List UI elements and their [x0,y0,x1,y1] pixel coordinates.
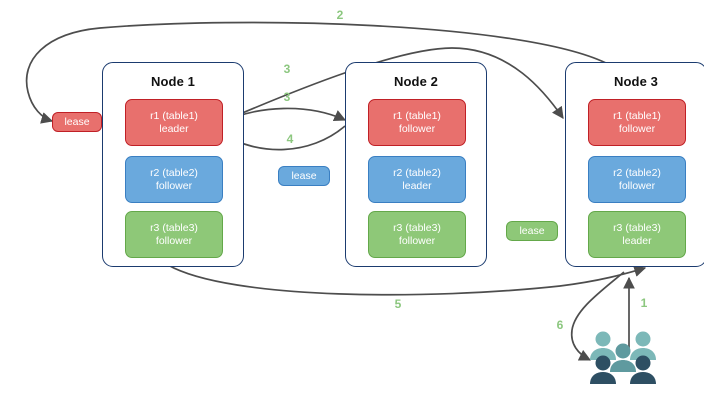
replica-r1: r1 (table1) follower [368,99,466,146]
replica-r2: r2 (table2) follower [125,156,223,203]
lease-box-r1: lease [52,112,102,132]
replica-role: follower [398,234,436,247]
replica-name: r1 (table1) [613,109,661,122]
lease-box-r2: lease [278,166,330,186]
replica-r3: r3 (table3) leader [588,211,686,258]
step-label-4: 4 [286,132,294,146]
replica-name: r3 (table3) [393,221,441,234]
lease-box-r3: lease [506,221,558,241]
node-title: Node 3 [614,74,658,89]
replica-r2: r2 (table2) follower [588,156,686,203]
replica-name: r2 (table2) [150,166,198,179]
step-label-2: 2 [336,8,344,22]
node-card-3: Node 3 r1 (table1) follower r2 (table2) … [565,62,704,267]
replica-role: follower [618,179,656,192]
lease-label: lease [291,170,317,182]
replica-name: r3 (table3) [613,221,661,234]
replica-role: follower [155,179,193,192]
step-label-3a: 3 [283,62,291,76]
replica-r2: r2 (table2) leader [368,156,466,203]
step-label-1: 1 [640,296,648,310]
step-label-3b: 3 [283,90,291,104]
edge-step-5-node1-to-node3 [167,264,647,296]
node-title: Node 1 [151,74,195,89]
replica-role: leader [159,122,189,135]
replica-role: follower [618,122,656,135]
node-title: Node 2 [394,74,438,89]
replica-name: r1 (table1) [150,109,198,122]
replica-name: r2 (table2) [613,166,661,179]
people-group-icon [590,331,656,384]
people-front-row [590,355,656,384]
replica-name: r3 (table3) [150,221,198,234]
replica-role: follower [155,234,193,247]
lease-label: lease [64,116,90,128]
replica-r3: r3 (table3) follower [368,211,466,258]
replica-r1: r1 (table1) follower [588,99,686,146]
replica-r3: r3 (table3) follower [125,211,223,258]
replica-role: leader [402,179,432,192]
people-back-row [590,331,656,360]
replica-role: leader [622,234,652,247]
replica-role: follower [398,122,436,135]
lease-label: lease [519,225,545,237]
step-label-6: 6 [556,318,564,332]
replica-r1: r1 (table1) leader [125,99,223,146]
step-label-5: 5 [394,297,402,311]
people-middle [610,343,636,372]
replica-name: r1 (table1) [393,109,441,122]
node-card-2: Node 2 r1 (table1) follower r2 (table2) … [345,62,487,267]
node-card-1: Node 1 r1 (table1) leader r2 (table2) fo… [102,62,244,267]
replica-name: r2 (table2) [393,166,441,179]
